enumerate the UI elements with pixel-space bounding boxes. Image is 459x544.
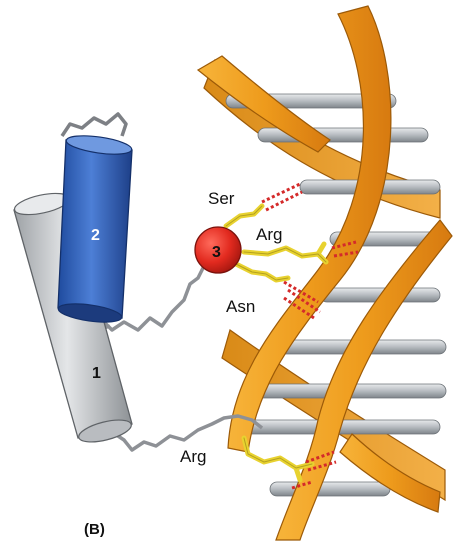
panel-label: (B) [84,521,105,538]
arg-upper-label: Arg [256,225,282,244]
hbond-ser [266,192,302,210]
base-pair-rod [270,482,390,496]
ser-side-chain [226,206,262,226]
loop-top [62,114,126,136]
hbond-ser [262,184,300,202]
helix-1-label: 1 [92,365,101,382]
dna-double-helix [198,6,452,540]
helix-2-label: 2 [91,227,100,244]
ser-label: Ser [208,189,235,208]
asn-side-chain [236,264,288,280]
arg-upper-branch [318,244,324,254]
helix-3-label: 3 [212,244,221,261]
asn-label: Asn [226,297,255,316]
arg-lower-side-chain [244,438,312,468]
arg-lower-branch [296,468,300,480]
arg-lower-label: Arg [180,447,206,466]
